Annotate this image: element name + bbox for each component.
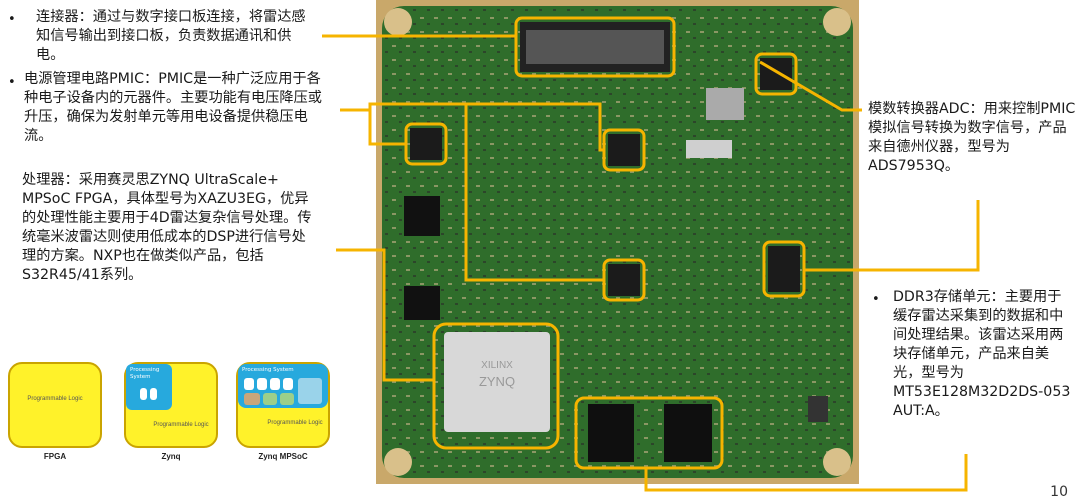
gpu-block [244,393,260,405]
cpu-block [244,378,254,390]
chip-brand: XILINX [481,360,513,371]
zynq-chip [444,332,550,432]
page-number: 10 [1050,484,1068,500]
zynq-pl-label: Programmable Logic [153,422,209,428]
pmic-chip [608,264,640,296]
cpu-block [140,388,147,400]
zynq-diagram: Processing System Programmable Logic [124,362,218,448]
bullet: • [872,292,880,307]
zynq-mpsoc-caption: Zynq MPSoC [258,452,308,461]
zynq-mpsoc-diagram: Processing System Programmable Logic [236,362,330,448]
fpga-pl-label: Programmable Logic [27,396,83,402]
cpu-block [283,378,293,390]
mpsoc-ps-label: Processing System [242,367,294,373]
pmic-chip [608,134,640,166]
chip-name: ZYNQ [479,374,515,389]
cpu-block [150,388,157,400]
ddr-description: DDR3存储单元：主要用于缓存雷达采集到的数据和中间处理结果。该雷达采用两块存储… [893,289,1071,419]
block [263,393,277,405]
ddr-chip [664,404,712,462]
fpga-diagram: Programmable Logic [8,362,102,448]
chip [760,58,792,90]
bullet: • [8,75,16,90]
pmic-description: 电源管理电路PMIC：PMIC是一种广泛应用于各种电子设备内的元器件。主要功能有… [24,71,322,144]
zynq-ps-label: Processing System [130,367,160,380]
connector-description: 连接器：通过与数字接口板连接，将雷达感知信号输出到接口板，负责数据通讯和供电。 [36,9,306,63]
fpga-caption: FPGA [43,452,67,461]
mpsoc-ps-block: Processing System [238,364,328,408]
cpu-block [270,378,280,390]
mpsoc-pl-label: Programmable Logic [267,420,323,426]
ddr-chip [588,404,634,462]
block [298,378,322,404]
pmic-chip [410,128,442,160]
pcb-board-photo: XILINX ZYNQ [376,0,859,484]
zynq-ps-block: Processing System [126,364,172,410]
adc-description: 模数转换器ADC：用来控制PMIC模拟信号转换为数字信号，产品来自德州仪器，型号… [868,101,1076,174]
processor-description: 处理器：采用赛灵思ZYNQ UltraScale+ MPSoC FPGA，具体型… [22,172,312,283]
bullet: • [8,12,16,27]
cpu-block [257,378,267,390]
zynq-caption: Zynq [161,452,181,461]
adc-chip [768,246,800,292]
block [280,393,294,405]
